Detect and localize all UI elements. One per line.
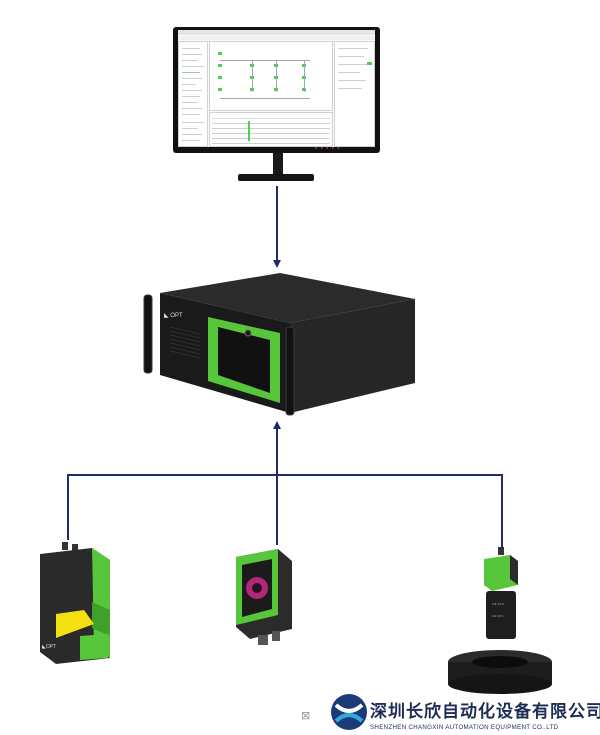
pc-brand-logo: ◣ OPT xyxy=(164,313,183,319)
svg-text:◣OPT: ◣OPT xyxy=(42,644,56,650)
smart-camera-icon xyxy=(236,549,292,645)
monitor-icon xyxy=(173,27,380,153)
monitor-buttons: ● ● ● ● ● xyxy=(315,145,341,150)
company-name-cn: 深圳长欣自动化设备有限公司 xyxy=(370,702,600,721)
svg-text:2.8 4 5.6: 2.8 4 5.6 xyxy=(492,602,504,606)
software-screen xyxy=(178,30,375,147)
screen-tree-panel xyxy=(178,41,208,147)
monitor-stand xyxy=(273,153,283,177)
image-watermark-icon: ⊠ xyxy=(301,710,311,722)
industrial-camera-icon: 2.8 4 5.6 0.3 0.5 1 xyxy=(484,547,518,639)
screen-properties-panel xyxy=(334,41,375,147)
screen-flow-canvas xyxy=(209,41,333,111)
screen-result-table xyxy=(209,112,333,147)
laser-sensor-icon: ◣OPT xyxy=(40,542,110,664)
company-watermark: 深圳长欣自动化设备有限公司 SHENZHEN CHANGXIN AUTOMATI… xyxy=(370,697,600,731)
company-logo-icon xyxy=(331,694,367,730)
screen-titlebar xyxy=(178,30,375,35)
svg-text:0.3 0.5 1: 0.3 0.5 1 xyxy=(492,614,504,618)
ring-light-icon xyxy=(448,650,552,694)
industrial-pc-icon: ◣ OPT xyxy=(143,273,415,416)
screen-toolbar xyxy=(178,36,375,40)
monitor-stand-base xyxy=(238,174,314,181)
company-name-en: SHENZHEN CHANGXIN AUTOMATION EQUIPMENT C… xyxy=(370,724,559,731)
